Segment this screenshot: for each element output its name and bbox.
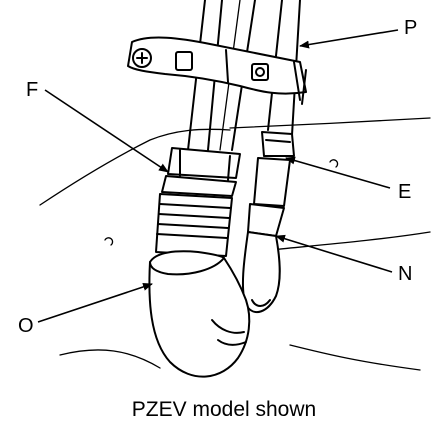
clamp-bracket-p [127, 36, 307, 105]
small-hose-n [241, 131, 295, 314]
callout-f: F [26, 79, 38, 101]
figure-caption: PZEV model shown [131, 398, 317, 421]
callout-n: N [398, 263, 412, 285]
large-hose-o [148, 147, 251, 378]
leader-f [44, 89, 169, 173]
leader-n [275, 234, 393, 273]
leader-e [285, 156, 391, 189]
callout-e: E [398, 181, 411, 203]
leader-p [299, 29, 399, 49]
body-panel-outline [39, 117, 431, 371]
callout-p: P [404, 17, 417, 39]
callout-o: O [18, 315, 34, 337]
leader-o [37, 283, 153, 323]
